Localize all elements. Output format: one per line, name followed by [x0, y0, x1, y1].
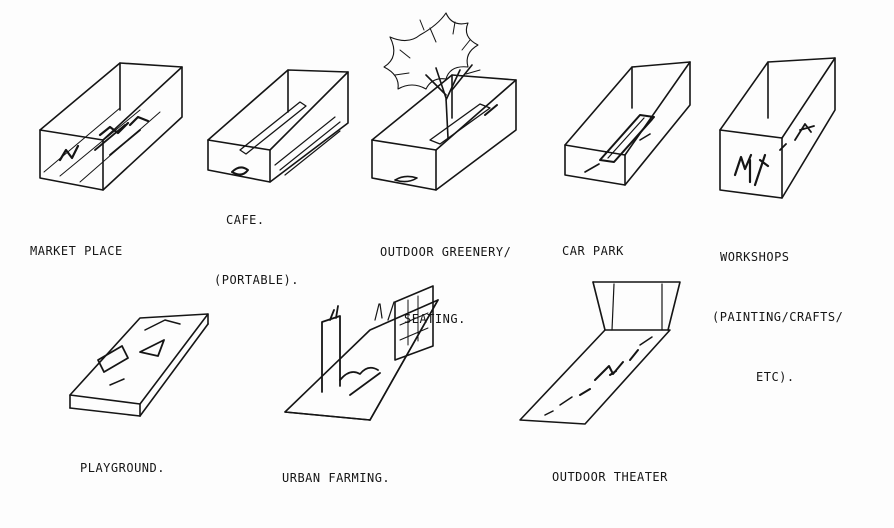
- sketch-drawing: [39, 12, 836, 425]
- car-park-sketch: [564, 61, 691, 186]
- label-car-park: CAR PARK: [562, 244, 624, 258]
- cafe-sketch: [207, 69, 349, 183]
- label-outdoor-theater: OUTDOOR THEATER: [552, 470, 668, 484]
- label-cafe: CAFE. (PORTABLE).: [214, 213, 299, 287]
- label-workshops: WORKSHOPS (PAINTING/CRAFTS/ ETC).: [712, 250, 844, 384]
- sketch-sheet: MARKET PLACE CAFE. (PORTABLE). OUTDOOR G…: [30, 12, 844, 485]
- playground-sketch: [69, 313, 209, 417]
- outdoor-greenery-sketch: [371, 12, 517, 191]
- label-playground: PLAYGROUND.: [80, 461, 165, 475]
- label-outdoor-greenery: OUTDOOR GREENERY/ SEATING.: [380, 245, 512, 326]
- outdoor-theater-sketch: [519, 281, 681, 425]
- label-urban-farming: URBAN FARMING.: [282, 471, 391, 485]
- label-market-place: MARKET PLACE: [30, 244, 123, 258]
- market-place-sketch: [39, 62, 183, 191]
- workshops-sketch: [719, 57, 836, 199]
- urban-farming-sketch: [284, 285, 439, 421]
